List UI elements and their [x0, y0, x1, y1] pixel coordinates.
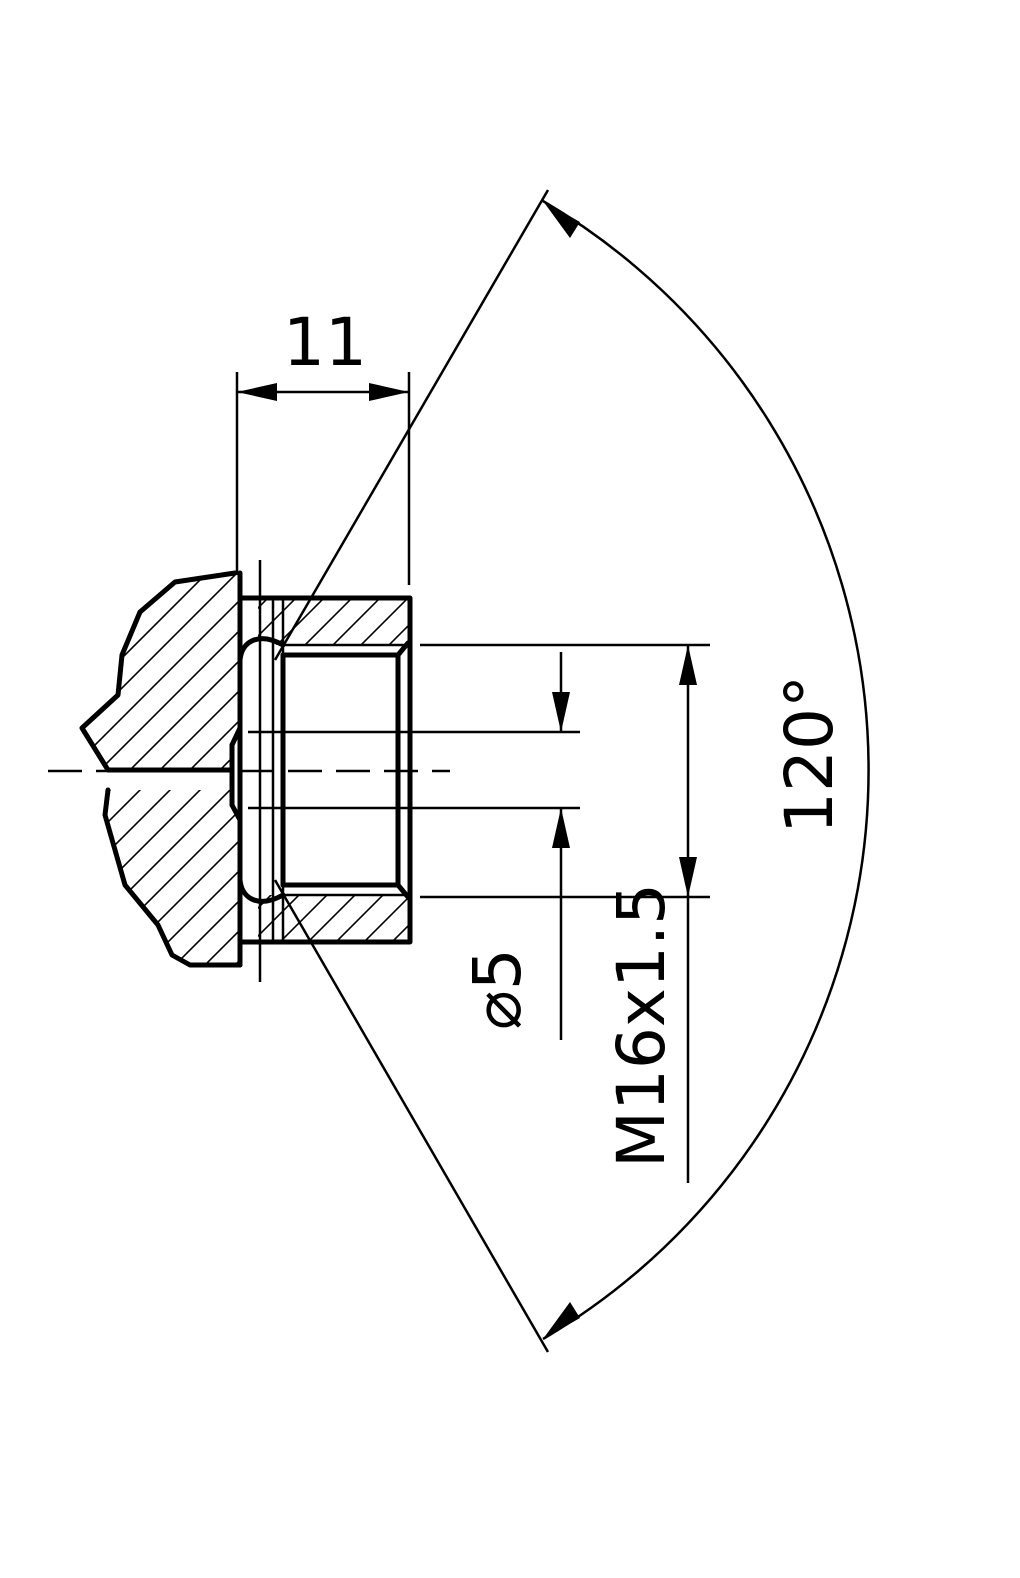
hatch-line [524, 890, 584, 950]
hatch-line [700, 560, 1020, 980]
dimension-hole-diameter: ⌀5 [248, 652, 580, 1040]
hatch-line [20, 590, 80, 650]
hatch-line [496, 890, 556, 950]
hatch-line [552, 590, 612, 650]
hatch-line [132, 890, 192, 950]
hatch-line [692, 590, 752, 650]
hatch-line [0, 560, 10, 980]
hatch-line [48, 590, 108, 650]
hatch-line [132, 590, 192, 650]
hatch-line [692, 890, 752, 950]
thread-size-label: M16x1.5 [603, 883, 680, 1168]
hatch-line [520, 560, 940, 980]
hatch-line [1000, 560, 1020, 980]
hatch-line [524, 590, 584, 650]
hatch-line [0, 560, 40, 980]
hatch-line [820, 560, 1020, 980]
hatch-line [387, 622, 410, 645]
hatch-line [99, 573, 240, 965]
hatch-line [468, 590, 528, 650]
hatch-line [468, 890, 528, 950]
hatch-line [580, 590, 640, 650]
hatch-line [910, 560, 1020, 980]
hatch-line [82, 573, 221, 965]
angle-label: 120° [771, 675, 848, 834]
hatch-line [608, 590, 668, 650]
hatch-line [970, 560, 1020, 980]
hatch-line [48, 890, 108, 950]
dimension-thread: M16x1.5 [420, 643, 710, 1183]
hatch-line [850, 560, 1020, 980]
hatch-line [440, 590, 500, 650]
hatch-line [440, 890, 500, 950]
hatch-line [496, 590, 556, 650]
hatch-line [129, 573, 240, 965]
hatch-line [159, 573, 240, 965]
hatch-line [76, 890, 136, 950]
hatch-line [940, 560, 1020, 980]
hatch-line [82, 573, 240, 965]
length-dimension-label: 11 [283, 304, 367, 381]
housing-body [79, 570, 243, 968]
hatch-line [664, 590, 724, 650]
hatch-line [636, 590, 696, 650]
dimension-angle: 120° [273, 189, 870, 1353]
dimension-length: 11 [235, 304, 411, 585]
hatch-line [412, 890, 472, 950]
hatch-line [82, 573, 240, 965]
hatch-line [20, 890, 80, 950]
hatch-line [412, 590, 472, 650]
hatch-line [880, 560, 1020, 980]
hole-diameter-label: ⌀5 [459, 948, 536, 1030]
